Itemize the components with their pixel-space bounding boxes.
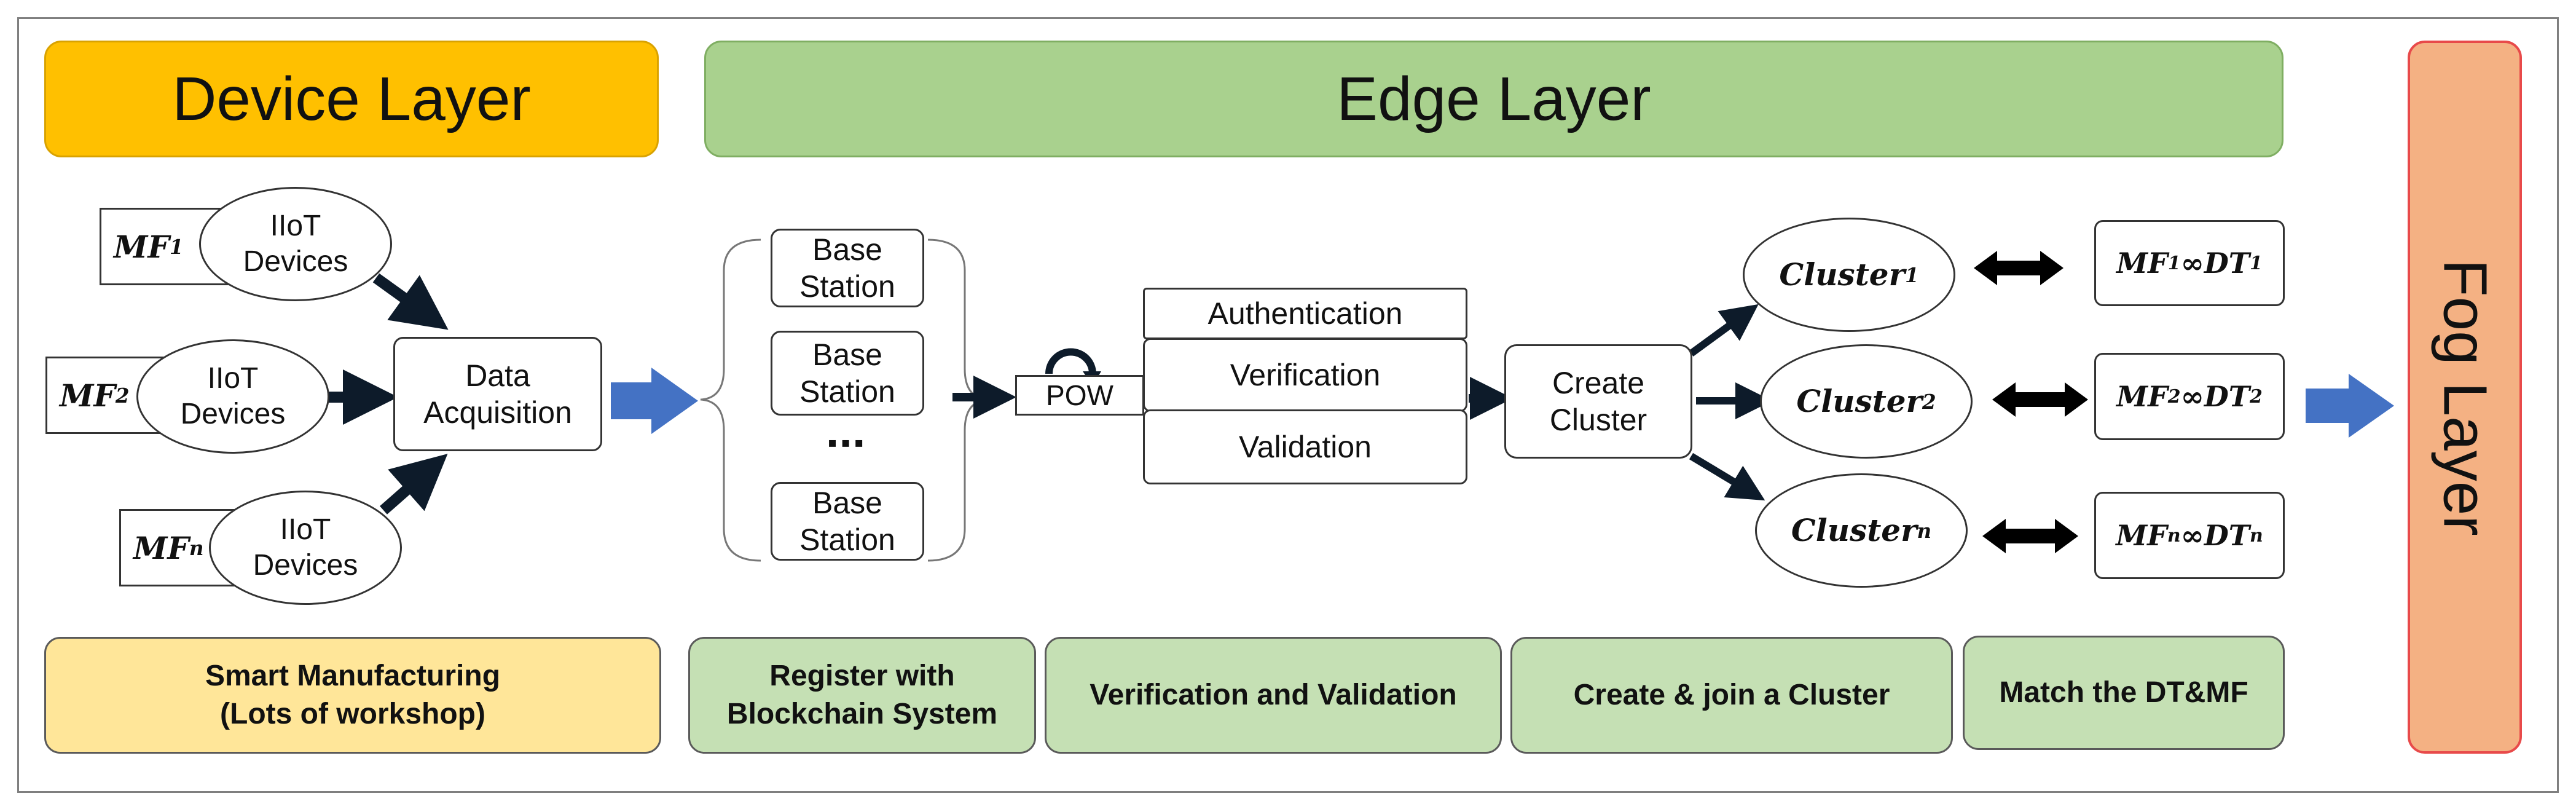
arrow-create-to-cluster-1 xyxy=(1689,304,1759,357)
iiot-devices-1: IIoT Devices xyxy=(199,187,392,301)
data-acquisition-box: Data Acquisition xyxy=(393,337,602,451)
cluster-2-sub: 2 xyxy=(1922,389,1936,414)
match-1-mf: MF xyxy=(2116,247,2168,280)
authentication-label: Authentication xyxy=(1208,296,1403,331)
register-blockchain-box: Register with Blockchain System xyxy=(688,637,1036,754)
iiot-devices-n-label: IIoT Devices xyxy=(253,513,358,582)
device-layer-header: Device Layer xyxy=(44,41,659,157)
validation-label: Validation xyxy=(1239,430,1372,464)
match-n-mf-sub: n xyxy=(2167,524,2181,547)
ellipsis-text: ▪▪▪ xyxy=(827,428,868,458)
cluster-n-sub: n xyxy=(1917,518,1932,543)
match-n-mf: MF xyxy=(2116,519,2167,552)
arrow-iiot1-to-acquisition xyxy=(372,273,449,330)
create-cluster-box: Create Cluster xyxy=(1504,344,1692,459)
match-2-dt: DT xyxy=(2204,380,2250,413)
register-blockchain-label: Register with Blockchain System xyxy=(726,659,998,730)
mf-1-text: MF xyxy=(114,228,170,265)
pow-cycle-icon xyxy=(1045,348,1096,374)
match-n-dt-sub: n xyxy=(2250,524,2263,547)
mf-n-sub: n xyxy=(189,535,204,560)
match-1-dt: DT xyxy=(2204,247,2250,280)
create-join-cluster-label: Create & join a Cluster xyxy=(1573,678,1890,711)
verification-validation-label: Verification and Validation xyxy=(1090,678,1457,711)
double-arrow-1 xyxy=(1974,251,2064,285)
cluster-1-text: Cluster xyxy=(1779,256,1905,293)
base-station-1-label: Base Station xyxy=(799,232,895,304)
match-dt-mf-box: Match the DT&MF xyxy=(1963,636,2285,750)
edge-layer-header: Edge Layer xyxy=(704,41,2283,157)
smart-manufacturing-box: Smart Manufacturing (Lots of workshop) xyxy=(44,637,661,754)
arrow-iiotn-to-acquisition xyxy=(380,454,448,515)
match-dt-mf-label: Match the DT&MF xyxy=(1999,676,2248,709)
cluster-1-sub: 1 xyxy=(1904,262,1919,287)
verification-box: Verification xyxy=(1143,338,1467,412)
match-2-mf-sub: 2 xyxy=(2167,385,2181,408)
base-station-1: Base Station xyxy=(771,229,924,307)
base-station-2-label: Base Station xyxy=(799,337,895,409)
create-join-cluster-box: Create & join a Cluster xyxy=(1510,637,1953,754)
big-arrow-edge-to-fog xyxy=(2306,374,2394,438)
match-2-dt-sub: 2 xyxy=(2250,385,2263,408)
mf-1-sub: 1 xyxy=(169,234,184,259)
match-1-infinity: ∞ xyxy=(2180,247,2204,280)
double-arrow-2 xyxy=(1992,382,2088,417)
pow-box: POW xyxy=(1015,375,1144,416)
iiot-devices-2: IIoT Devices xyxy=(136,339,329,454)
iiot-devices-2-label: IIoT Devices xyxy=(180,362,286,430)
data-acquisition-label: Data Acquisition xyxy=(423,358,572,430)
device-layer-label: Device Layer xyxy=(172,64,531,133)
double-arrow-n xyxy=(1982,519,2078,553)
arrow-create-to-cluster-n xyxy=(1689,452,1765,501)
pow-label: POW xyxy=(1046,379,1113,411)
base-station-ellipsis: ▪▪▪ xyxy=(771,422,924,465)
mf-2-sub: 2 xyxy=(115,383,130,408)
base-station-3: Base Station xyxy=(771,482,924,561)
iiot-devices-1-label: IIoT Devices xyxy=(243,210,348,278)
cluster-n-text: Cluster xyxy=(1791,512,1917,548)
match-1-mf-sub: 1 xyxy=(2167,252,2181,274)
verification-label: Verification xyxy=(1230,358,1381,392)
diagram-frame xyxy=(17,17,2559,793)
verification-validation-box: Verification and Validation xyxy=(1045,637,1502,754)
smart-manufacturing-label: Smart Manufacturing (Lots of workshop) xyxy=(205,659,501,730)
base-station-3-label: Base Station xyxy=(799,486,895,557)
cluster-2-text: Cluster xyxy=(1796,383,1922,419)
base-station-2: Base Station xyxy=(771,331,924,416)
match-2-mf: MF xyxy=(2116,380,2168,413)
match-n-dt: DT xyxy=(2204,519,2250,552)
fog-layer: Fog Layer xyxy=(2408,41,2522,754)
mf-2-text: MF xyxy=(60,377,116,414)
authentication-box: Authentication xyxy=(1143,288,1467,339)
match-2-infinity: ∞ xyxy=(2180,380,2204,413)
big-arrow-device-to-edge xyxy=(611,368,698,434)
create-cluster-label: Create Cluster xyxy=(1549,366,1647,437)
match-1-dt-sub: 1 xyxy=(2250,252,2263,274)
iiot-devices-n: IIoT Devices xyxy=(209,491,402,605)
edge-layer-label: Edge Layer xyxy=(1337,64,1651,133)
match-n-infinity: ∞ xyxy=(2180,519,2204,552)
mf-n-text: MF xyxy=(133,529,189,566)
validation-box: Validation xyxy=(1143,409,1467,484)
left-brace xyxy=(700,239,761,562)
